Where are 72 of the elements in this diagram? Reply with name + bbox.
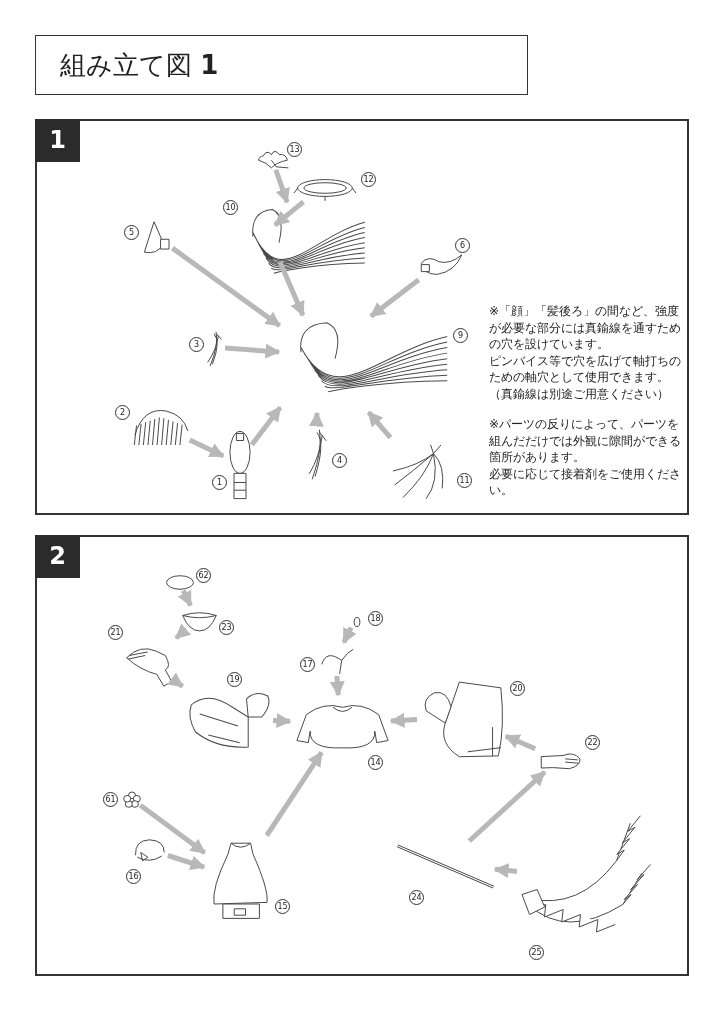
callout-number: 62	[196, 568, 211, 583]
callout-number: 24	[409, 890, 424, 905]
hand-drawing	[540, 750, 582, 772]
arrow	[273, 168, 290, 204]
arrow	[308, 411, 324, 427]
panel-frame	[35, 119, 689, 515]
dome-part-drawing	[182, 610, 217, 632]
note-text: 必要に応じて接着剤をご使用ください。	[489, 465, 682, 499]
note-text: ピンバイス等で穴を広げて軸打ちのための軸穴として使用できます。	[489, 352, 682, 386]
arm-part-drawing	[187, 690, 272, 750]
arrow	[272, 713, 292, 729]
arrow	[467, 770, 547, 843]
title-box: 組み立て図 1	[35, 35, 528, 95]
callout-number: 2	[115, 405, 130, 420]
flower-part-drawing	[124, 792, 140, 807]
note-text: （真鍮線は別途ご用意ください）	[489, 385, 670, 402]
arrow	[224, 343, 281, 359]
arrow	[249, 405, 283, 447]
arrow	[273, 199, 305, 227]
head-part-drawing	[228, 430, 252, 500]
clip-part-drawing	[132, 837, 167, 865]
cone-part-drawing	[142, 220, 172, 255]
arrow	[167, 853, 206, 871]
callout-number: 61	[103, 792, 118, 807]
arrow	[341, 626, 357, 644]
arrow	[170, 246, 282, 328]
callout-number: 15	[275, 899, 290, 914]
bangs-drawing	[132, 407, 189, 447]
small-part-drawing	[354, 617, 360, 627]
rod-part-drawing	[397, 845, 494, 888]
callout-number: 19	[227, 672, 242, 687]
callout-number: 22	[585, 735, 600, 750]
callout-number: 14	[368, 755, 383, 770]
arm-part-drawing	[422, 678, 505, 760]
arrow	[504, 733, 537, 752]
callout-number: 18	[368, 611, 383, 626]
callout-number: 11	[457, 473, 472, 488]
callout-number: 6	[455, 238, 470, 253]
arrow	[188, 437, 225, 459]
hair-strand-drawing	[204, 330, 224, 368]
wire-part-drawing	[320, 647, 355, 675]
arrow	[264, 751, 324, 837]
arrow	[277, 261, 306, 317]
arrow	[177, 589, 193, 607]
callout-number: 23	[219, 620, 234, 635]
callout-number: 13	[287, 142, 302, 157]
note-text: ※パーツの反りによって、パーツを組んだだけでは外観に隙間ができる箇所があります。	[489, 416, 682, 466]
callout-number: 20	[510, 681, 525, 696]
callout-number: 3	[189, 337, 204, 352]
callout-number: 10	[223, 200, 238, 215]
panel-number: 2	[35, 535, 80, 578]
panel-frame	[35, 535, 689, 976]
callout-number: 21	[108, 625, 123, 640]
callout-number: 16	[126, 869, 141, 884]
callout-number: 1	[212, 475, 227, 490]
callout-number: 9	[453, 328, 468, 343]
arrow	[329, 675, 345, 697]
callout-number: 25	[529, 945, 544, 960]
arrow	[138, 803, 207, 855]
callout-number: 12	[361, 172, 376, 187]
callout-number: 17	[300, 657, 315, 672]
arrow	[366, 410, 393, 440]
arrow	[167, 672, 184, 689]
callout-number: 4	[332, 453, 347, 468]
arrow	[174, 623, 192, 640]
callout-number: 5	[124, 225, 139, 240]
arrow	[369, 277, 421, 319]
note-text: ※「顔」「髪後ろ」の間など、強度が必要な部分には真鍮線を通すための穴を設けています。	[489, 303, 682, 353]
ring-part-drawing	[166, 575, 194, 590]
arrow	[389, 712, 418, 728]
arrow	[493, 863, 518, 879]
panel-number: 1	[35, 119, 80, 162]
